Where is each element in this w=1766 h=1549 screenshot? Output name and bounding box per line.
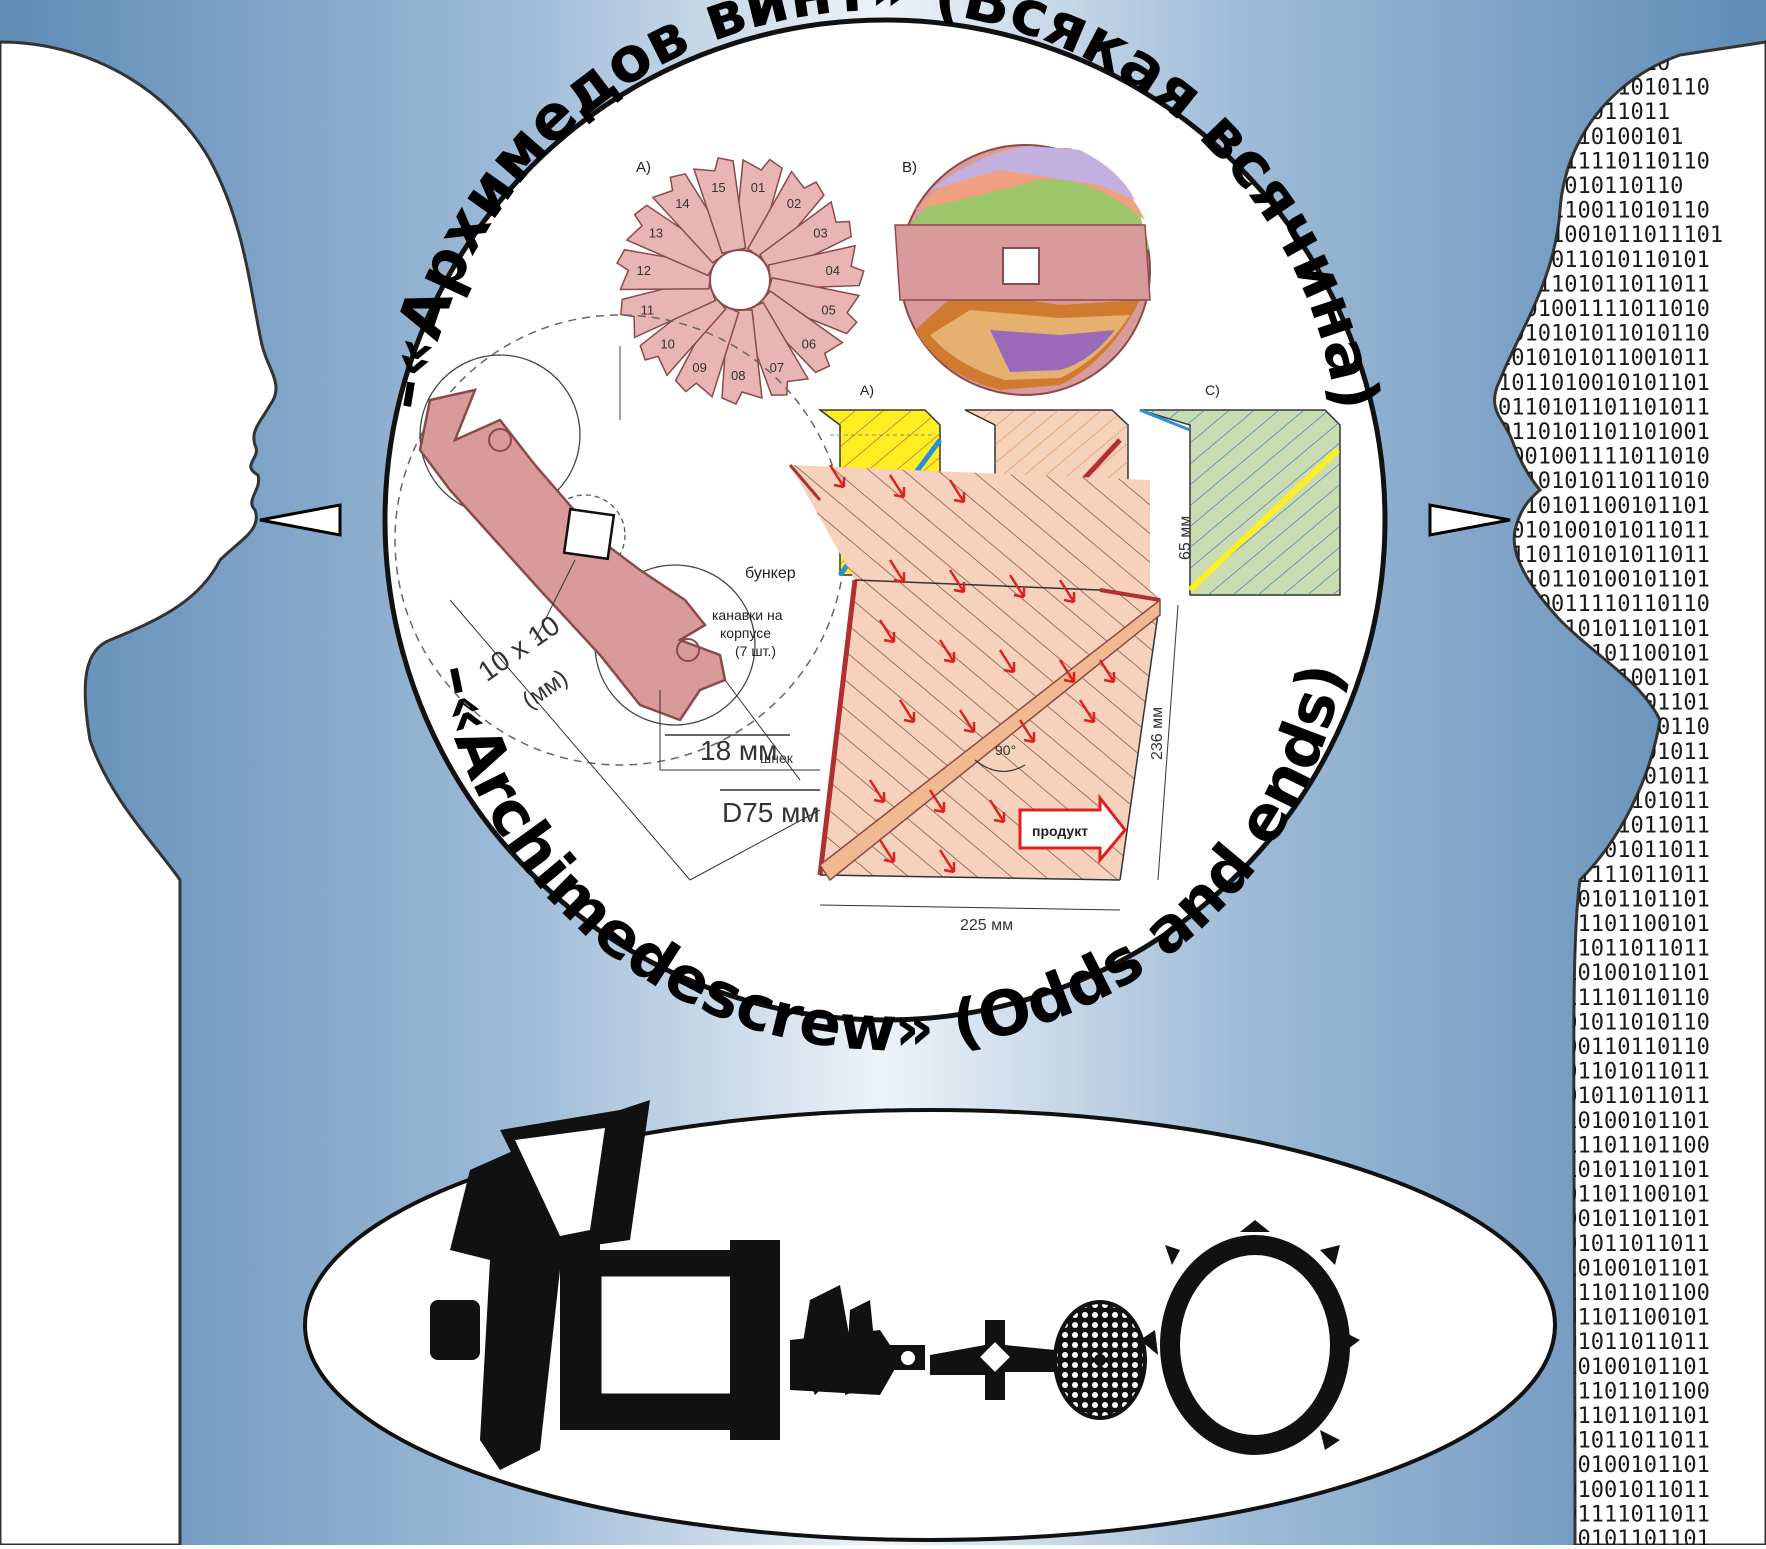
figure-a-knife-star: A) 01 02 03 04 05 06 07 08 09 10 11 12 13 14 15 [616, 157, 865, 405]
blade-number: 14 [675, 196, 689, 211]
flow-arrow [1098, 659, 1116, 684]
binary-row: 1011010010101101 [1498, 371, 1710, 396]
hopper-width: 225 мм [960, 917, 1013, 934]
blade-number: 03 [813, 226, 827, 241]
left-speech-pointer [259, 503, 342, 537]
flow-arrow [878, 839, 896, 864]
knife-width: 18 мм [700, 735, 777, 766]
blade-number: 12 [637, 263, 651, 278]
flow-arrow [1018, 719, 1036, 744]
knife-auger-label: шнек [760, 750, 794, 766]
flow-arrow [868, 779, 886, 804]
flow-arrow [938, 849, 956, 874]
binary-row: 1010100101011011 [1498, 518, 1710, 543]
grooves-label-1: канавки на [712, 607, 783, 623]
flow-arrow [1078, 699, 1096, 724]
meat-grinder-drawing [430, 1100, 1360, 1470]
flow-arrow [1058, 659, 1076, 684]
bunker-label: бункер [745, 565, 796, 582]
binary-row: 1010101011010110 [1498, 322, 1710, 347]
flow-arrow [1008, 574, 1026, 599]
flow-arrow [948, 479, 966, 504]
flow-arrow [1058, 579, 1076, 604]
flow-arrow [958, 709, 976, 734]
blade-number: 07 [770, 360, 784, 375]
blade-number: 15 [711, 180, 725, 195]
flow-arrow [998, 649, 1016, 674]
flow-arrow [938, 639, 956, 664]
star-blade [692, 157, 747, 255]
binary-row: 0110101101101001 [1498, 420, 1710, 445]
blade-number: 13 [649, 226, 663, 241]
flow-arrow [828, 464, 846, 489]
blade-number: 10 [660, 337, 674, 352]
flow-arrow [988, 799, 1006, 824]
blade-number: 06 [802, 337, 816, 352]
figure-b-label: B) [902, 159, 917, 176]
blade-number: 08 [731, 368, 745, 383]
hopper-body: 225 мм 236 мм 90° продукт [788, 464, 1179, 934]
product-label: продукт [1032, 823, 1088, 839]
hopper-height: 236 мм [1149, 707, 1166, 760]
blade-number: 09 [692, 360, 706, 375]
flow-arrow [878, 619, 896, 644]
binary-row: 1001001111011010 [1498, 445, 1710, 470]
right-speech-pointer [1428, 503, 1511, 537]
knife-diameter: D75 мм [722, 797, 820, 828]
figure-a-label: A) [636, 159, 651, 176]
hopper-label-a: A) [860, 382, 874, 398]
right-head-silhouette [1493, 40, 1766, 1547]
blade-number: 04 [826, 263, 840, 278]
hopper-label-c: C) [1205, 382, 1220, 398]
grooves-label-3: (7 шт.) [735, 643, 776, 659]
hopper-height-small: 65 мм [1177, 516, 1194, 560]
binary-row: 1010101100101101 [1498, 494, 1710, 519]
flow-arrow [928, 789, 946, 814]
figure-b-layered-disk: B) [894, 144, 1151, 396]
blade-number: 02 [787, 196, 801, 211]
binary-row: 0110101101101011 [1498, 395, 1710, 420]
blade-number: 01 [751, 180, 765, 195]
grooves-label-2: корпусе [720, 625, 771, 641]
flow-arrow [888, 474, 906, 499]
flow-arrow [948, 569, 966, 594]
binary-row: 1010101011001011 [1498, 346, 1710, 371]
binary-row: 0110110101011011 [1498, 543, 1710, 568]
blade-number: 11 [641, 302, 655, 317]
flow-arrow [898, 699, 916, 724]
blade-number: 05 [821, 302, 835, 317]
hopper-angle: 90° [995, 742, 1016, 758]
flow-arrow [888, 559, 906, 584]
left-head-silhouette [0, 40, 278, 1547]
